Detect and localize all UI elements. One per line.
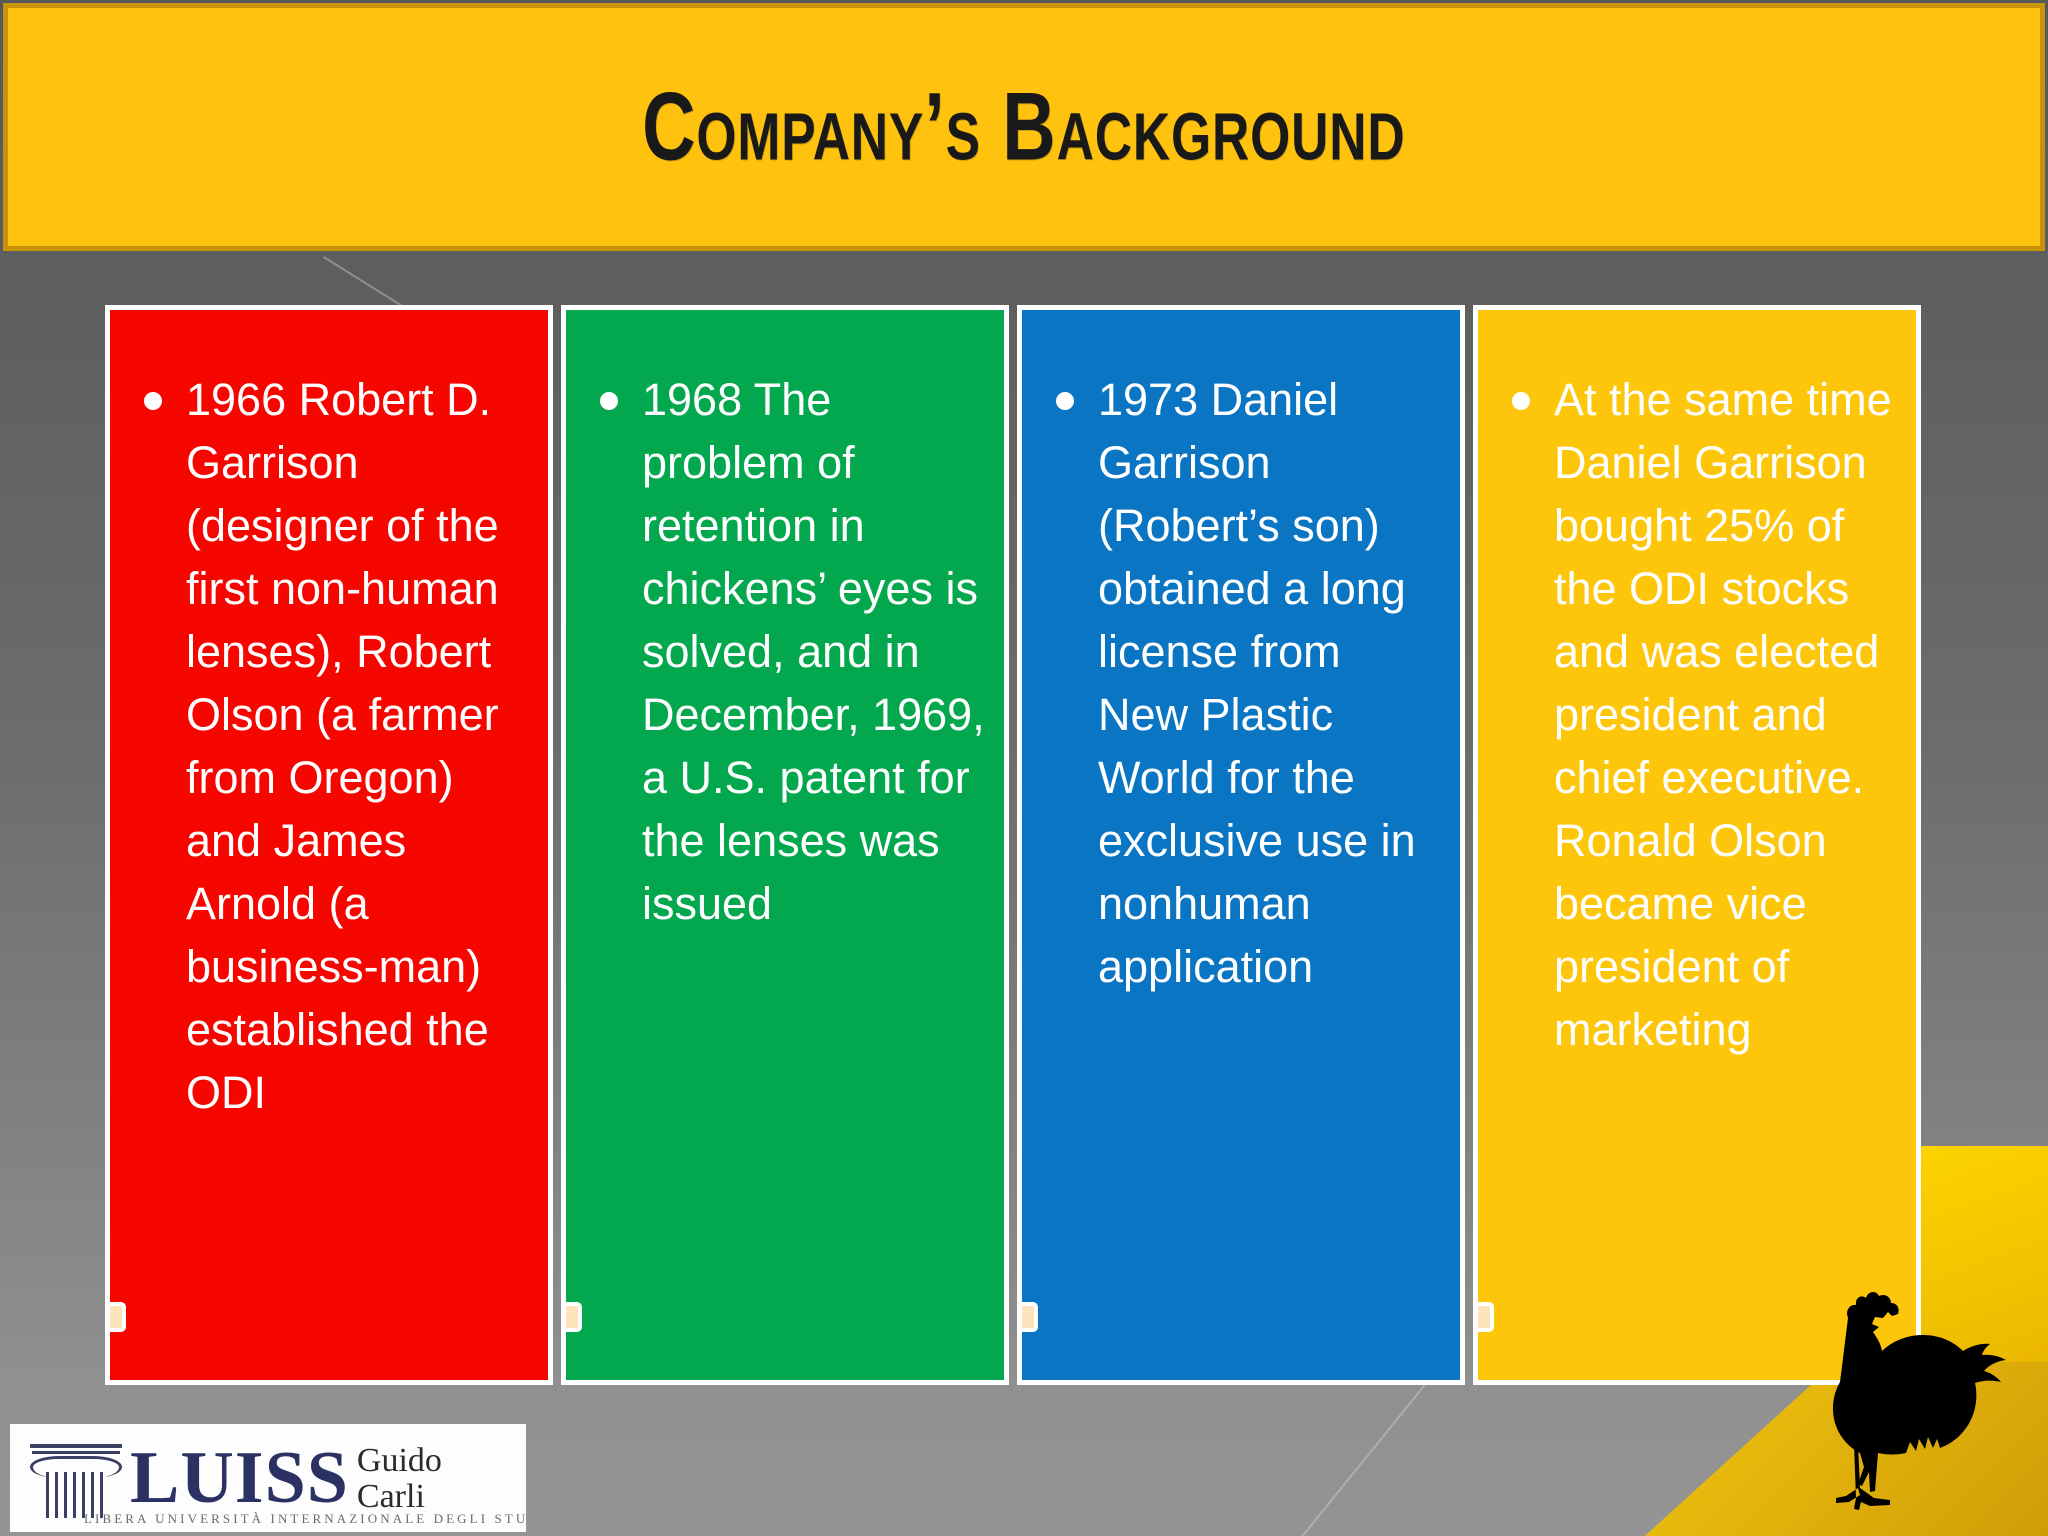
card-body-text: 1968 The problem of retention in chicken…: [642, 374, 985, 929]
logo-subname-line2: Carli: [356, 1478, 425, 1515]
card-body-text: 1966 Robert D. Garrison (designer of the…: [186, 374, 499, 1118]
timeline-card-same-time[interactable]: At the same time Daniel Garrison bought …: [1473, 305, 1921, 1385]
logo-subname: Guido Carli: [357, 1443, 442, 1515]
resize-handle[interactable]: [1478, 1302, 1494, 1332]
title-banner: Company’s Background: [3, 3, 2045, 251]
resize-handle[interactable]: [110, 1302, 126, 1332]
bullet-row: 1973 Daniel Garrison (Robert’s son) obta…: [1040, 368, 1442, 998]
bullet-dot-icon: [600, 392, 618, 410]
card-body-text: At the same time Daniel Garrison bought …: [1554, 374, 1892, 1055]
rooster-silhouette-icon: [1832, 1292, 2006, 1510]
luiss-logo: LUISS Guido Carli LIBERA UNIVERSITÀ INTE…: [10, 1424, 526, 1532]
bullet-dot-icon: [1056, 392, 1074, 410]
ionic-column-icon: [28, 1438, 124, 1518]
timeline-card-1966[interactable]: 1966 Robert D. Garrison (designer of the…: [105, 305, 553, 1385]
resize-handle[interactable]: [1022, 1302, 1038, 1332]
page-title: Company’s Background: [642, 72, 1406, 181]
timeline-card-1968[interactable]: 1968 The problem of retention in chicken…: [561, 305, 1009, 1385]
bullet-row: 1966 Robert D. Garrison (designer of the…: [128, 368, 530, 1124]
resize-handle[interactable]: [566, 1302, 582, 1332]
logo-tagline: LIBERA UNIVERSITÀ INTERNAZIONALE DEGLI S…: [84, 1511, 526, 1526]
bullet-dot-icon: [1512, 392, 1530, 410]
timeline-columns: 1966 Robert D. Garrison (designer of the…: [105, 305, 1921, 1385]
bullet-row: At the same time Daniel Garrison bought …: [1496, 368, 1898, 1061]
bullet-dot-icon: [144, 392, 162, 410]
logo-name: LUISS: [130, 1437, 349, 1519]
bullet-row: 1968 The problem of retention in chicken…: [584, 368, 986, 935]
card-body-text: 1973 Daniel Garrison (Robert’s son) obta…: [1098, 374, 1416, 992]
timeline-card-1973[interactable]: 1973 Daniel Garrison (Robert’s son) obta…: [1017, 305, 1465, 1385]
logo-subname-line1: Guido: [356, 1442, 442, 1479]
logo-wordmark: LUISS Guido Carli: [130, 1439, 442, 1517]
